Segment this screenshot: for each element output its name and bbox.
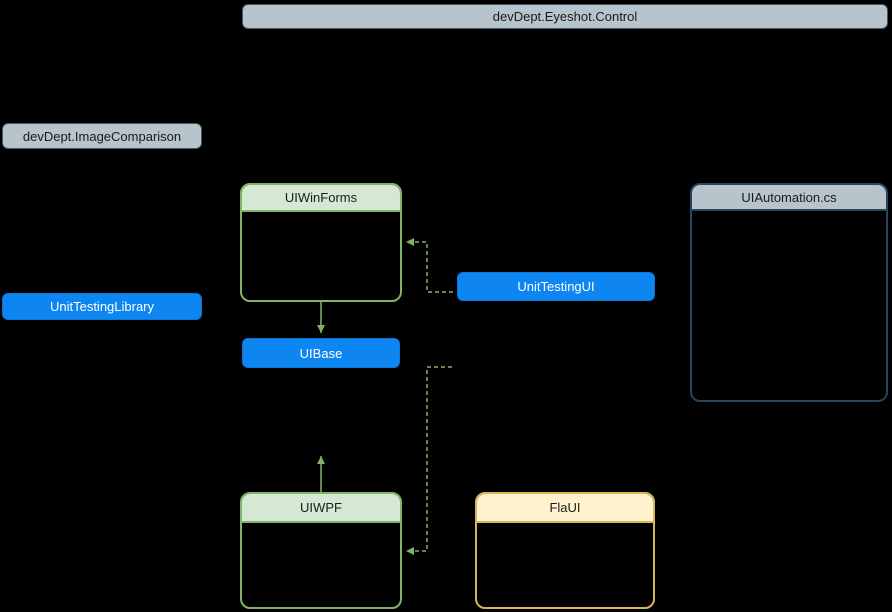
node-image-comparison-label: devDept.ImageComparison <box>22 128 182 144</box>
node-uibase-label: UIBase <box>299 345 343 361</box>
node-uiautomation[interactable]: UIAutomation.cs <box>690 183 888 402</box>
node-flaui-label: FlaUI <box>549 500 581 515</box>
node-flaui[interactable]: FlaUI <box>475 492 655 609</box>
node-unit-testing-library-label: UnitTestingLibrary <box>49 299 155 314</box>
node-uiautomation-label: UIAutomation.cs <box>741 189 837 205</box>
node-uiwpf-header: UIWPF <box>242 494 400 523</box>
node-uiwinforms-label: UIWinForms <box>284 190 358 205</box>
node-unit-testing-ui[interactable]: UnitTestingUI <box>457 272 655 301</box>
node-eyeshot-control-label: devDept.Eyeshot.Control <box>492 9 638 24</box>
node-eyeshot-control[interactable]: devDept.Eyeshot.Control <box>242 4 888 29</box>
node-unit-testing-ui-label: UnitTestingUI <box>517 279 595 294</box>
node-uiwpf[interactable]: UIWPF <box>240 492 402 609</box>
node-unit-testing-library[interactable]: UnitTestingLibrary <box>2 293 202 320</box>
node-uiwinforms-header: UIWinForms <box>242 185 400 212</box>
edge-uibase-to-uiwpf <box>406 366 452 555</box>
node-flaui-header: FlaUI <box>477 494 653 523</box>
node-uiwpf-label: UIWPF <box>300 500 342 515</box>
node-image-comparison[interactable]: devDept.ImageComparison <box>2 123 202 149</box>
node-uiautomation-header: UIAutomation.cs <box>692 185 886 211</box>
edge-unittestingui-to-uiwinforms <box>406 238 453 293</box>
node-uiwinforms[interactable]: UIWinForms <box>240 183 402 302</box>
node-uibase[interactable]: UIBase <box>242 338 400 368</box>
